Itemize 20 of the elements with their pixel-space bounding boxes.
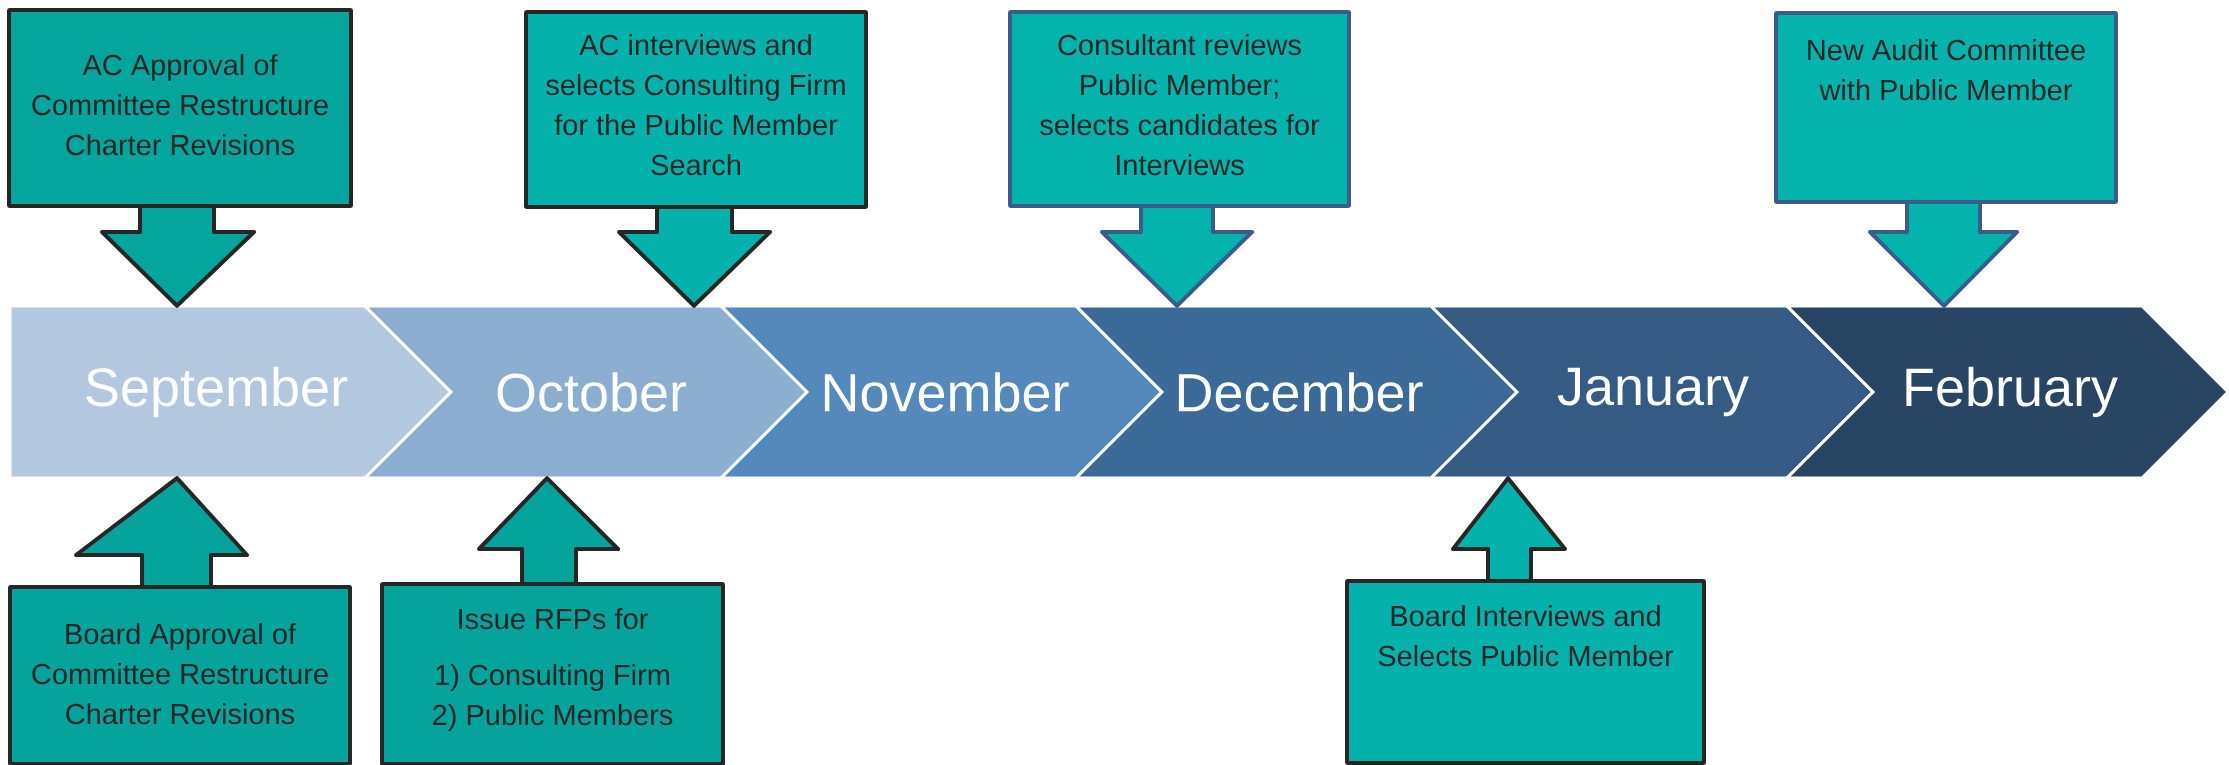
block-arrow <box>74 476 249 587</box>
callout-box: New Audit Committee with Public Member <box>1774 11 2118 204</box>
month-label: October <box>497 372 687 412</box>
block-arrow <box>1100 206 1254 308</box>
block-arrow <box>477 476 620 584</box>
callout-box: Issue RFPs for 1) Consulting Firm 2) Public Members <box>380 582 725 765</box>
callout-box: AC interviews and selects Consulting Firm for the Public Member Search <box>524 10 868 209</box>
block-arrow <box>617 207 772 308</box>
callout-box: Consultant reviews Public Member; selects candidates for Interviews <box>1008 10 1351 208</box>
callout-box: AC Approval of Committee Restructure Charter Revisions <box>7 8 353 208</box>
callout-box: Board Interviews and Selects Public Member <box>1345 579 1706 765</box>
block-arrow <box>1451 476 1567 581</box>
block-arrow <box>100 206 256 308</box>
month-label: February <box>1906 366 2118 418</box>
block-arrow <box>1868 202 2019 308</box>
month-label: September <box>86 366 348 418</box>
callout-box: Board Approval of Committee Restructure Charter Revisions <box>8 585 352 765</box>
month-label: November <box>824 372 1069 412</box>
month-label: December <box>1178 372 1423 412</box>
month-label: January <box>1557 367 1749 417</box>
